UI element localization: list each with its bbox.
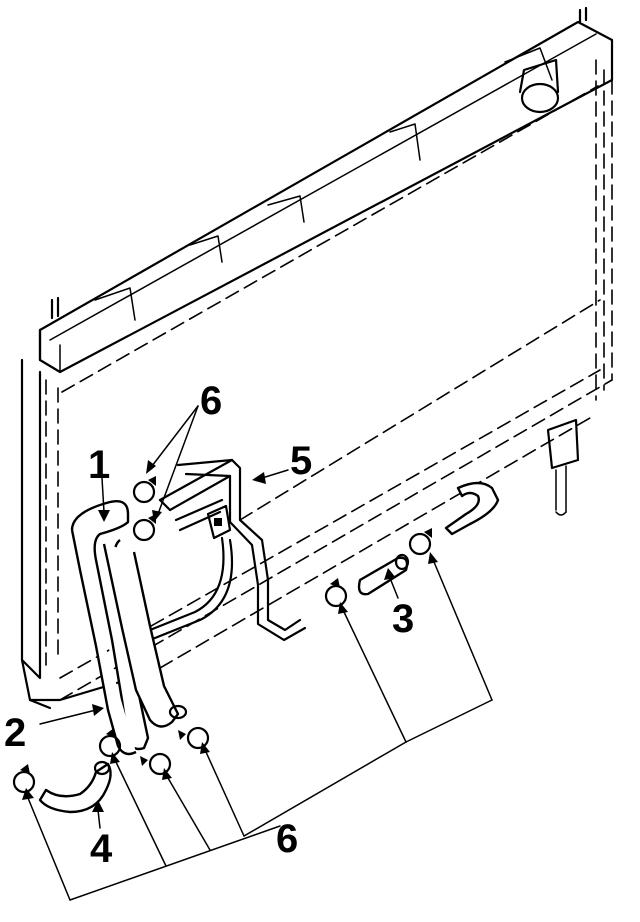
hose-4 — [38, 760, 112, 814]
callout-2: 2 — [4, 711, 26, 755]
callout-5: 5 — [290, 439, 312, 483]
drain-fitting — [546, 418, 580, 516]
clamp-icon — [132, 476, 156, 504]
callout-6-bottom: 6 — [276, 817, 298, 861]
callout-6-top: 6 — [200, 379, 222, 423]
oil-cooler-lines — [148, 458, 307, 642]
clamp-icon — [12, 764, 36, 794]
clamp-icon — [132, 514, 156, 542]
callout-1: 1 — [88, 443, 110, 487]
clamp-icon — [408, 528, 432, 556]
hose-3 — [357, 553, 410, 596]
clamp-icon — [324, 578, 348, 608]
callout-3: 3 — [392, 597, 414, 641]
hose-2 — [102, 543, 188, 728]
clamp-icon — [140, 752, 172, 776]
hose-1 — [70, 500, 150, 756]
filler-neck — [518, 58, 560, 114]
clamp-icon — [178, 726, 210, 750]
clamp-icon — [98, 728, 122, 758]
callout-4: 4 — [90, 827, 113, 871]
clamps — [12, 476, 432, 794]
leader-lines — [22, 405, 493, 901]
